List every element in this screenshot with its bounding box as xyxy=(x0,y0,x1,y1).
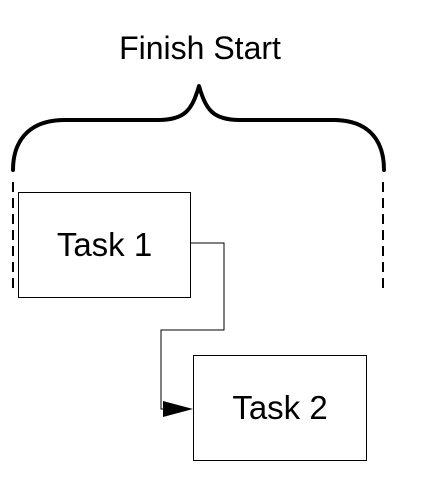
relationship-title: Finish Start xyxy=(119,30,281,66)
task-1-label: Task 1 xyxy=(56,226,153,263)
span-brace xyxy=(11,84,386,172)
arrow-head xyxy=(163,401,193,417)
task-2-label: Task 2 xyxy=(232,389,328,426)
task-1-box: Task 1 xyxy=(18,192,191,298)
task-2-box: Task 2 xyxy=(193,355,367,461)
